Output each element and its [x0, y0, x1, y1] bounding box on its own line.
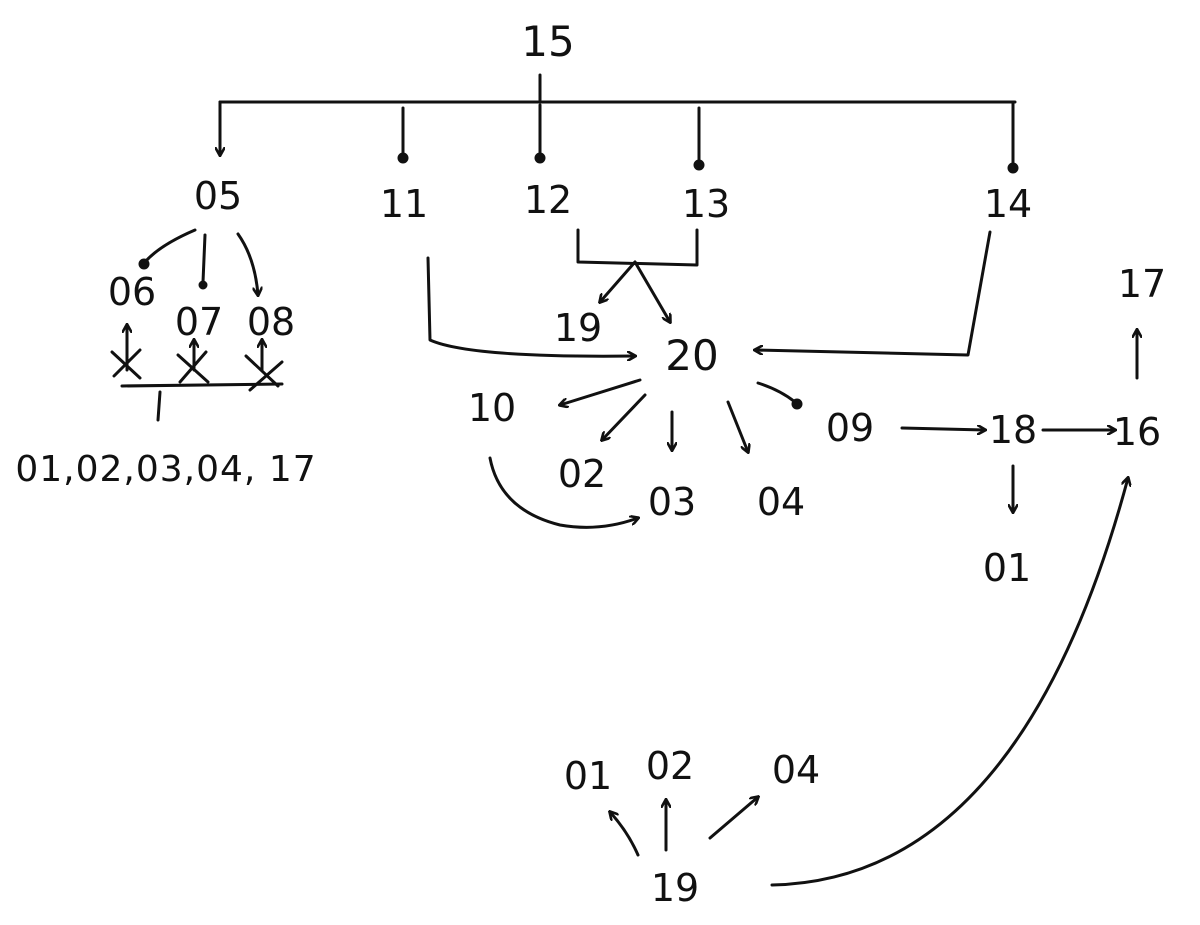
edge-dot-12 [534, 152, 546, 164]
node-02-bottom: 02 [645, 744, 695, 788]
node-08: 08 [246, 300, 296, 344]
node-01: 01 [982, 546, 1032, 590]
node-17: 17 [1117, 262, 1167, 306]
merged-list: 01,02,03,04, 17 [15, 449, 317, 490]
edge-12-13-bracket [576, 228, 699, 267]
node-13: 13 [681, 182, 731, 226]
node-20: 20 [665, 331, 719, 380]
edge-dot-11 [397, 152, 409, 164]
edge-dot-09 [791, 398, 803, 410]
node-06: 06 [107, 270, 157, 314]
edge-bracket-to-19 [600, 260, 637, 302]
edge-10-to-03 [488, 456, 638, 529]
edge-19-to-01 [610, 812, 640, 857]
merge-bar [120, 382, 284, 388]
node-12: 12 [523, 178, 573, 222]
node-19-bottom: 19 [650, 866, 700, 910]
node-14: 14 [983, 182, 1033, 226]
node-03: 03 [647, 480, 697, 524]
edge-11-to-20 [426, 256, 635, 356]
node-04: 04 [756, 480, 806, 524]
edge-20-to-02 [602, 393, 647, 440]
node-07: 07 [174, 300, 224, 344]
edge-20-to-09 [756, 381, 797, 404]
edge-19-to-04 [708, 797, 758, 840]
merge-stem [156, 390, 162, 422]
node-11: 11 [379, 182, 429, 226]
cross-07 [176, 350, 210, 384]
edge-bracket-to-20 [633, 260, 670, 322]
node-18: 18 [988, 408, 1038, 452]
edge-05-to-06 [143, 228, 197, 264]
edge-dot-06 [138, 258, 150, 270]
edge-05-to-07 [201, 233, 207, 284]
edge-20-to-04 [726, 400, 748, 452]
node-04-bottom: 04 [771, 748, 821, 792]
node-10: 10 [467, 386, 517, 430]
edge-dot-14 [1007, 162, 1019, 174]
edge-05-to-08 [236, 232, 258, 295]
node-02: 02 [557, 452, 607, 496]
node-01-bottom: 01 [563, 754, 613, 798]
edge-dot-13 [693, 159, 705, 171]
node-15: 15 [521, 17, 575, 66]
node-16: 16 [1112, 410, 1162, 454]
edge-09-to-18 [900, 428, 985, 430]
node-05: 05 [193, 174, 243, 218]
edge-19-to-16 [770, 478, 1128, 887]
edge-14-to-20 [755, 230, 992, 357]
node-09: 09 [825, 406, 875, 450]
edge-dot-07 [198, 280, 208, 290]
cross-06 [110, 348, 142, 380]
node-19-top: 19 [553, 306, 603, 350]
edge-20-to-10 [560, 378, 642, 405]
